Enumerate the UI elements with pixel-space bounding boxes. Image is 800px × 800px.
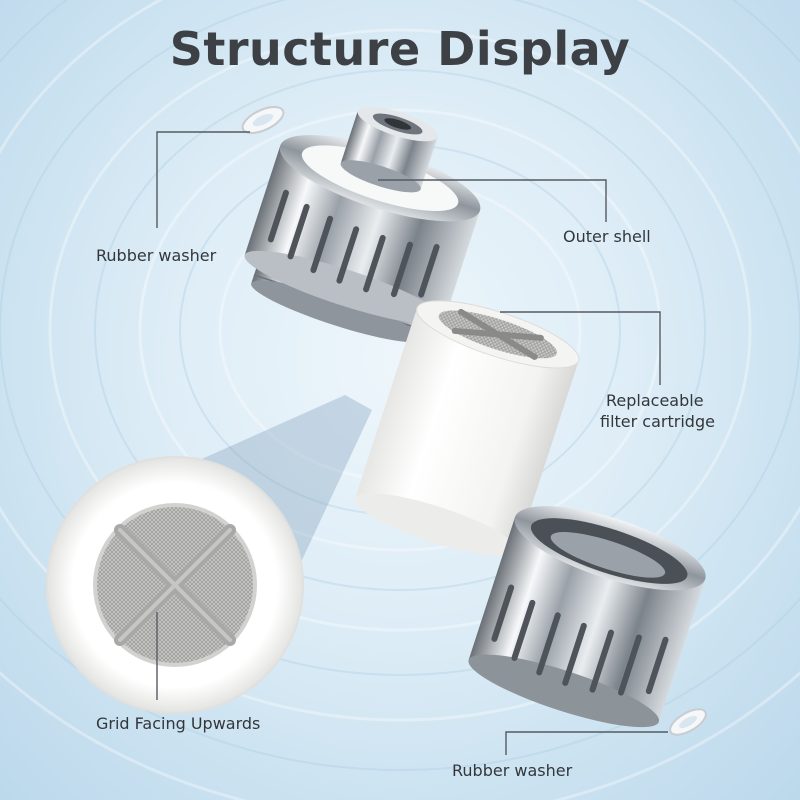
page-title: Structure Display	[169, 22, 631, 76]
grid-facing-upwards-label: Grid Facing Upwards	[96, 714, 261, 733]
filter-cartridge-label-line1: Replaceable	[606, 391, 704, 410]
rubber-washer-top-label: Rubber washer	[96, 246, 217, 265]
rubber-washer-bottom-label: Rubber washer	[452, 761, 573, 780]
outer-shell-label: Outer shell	[563, 227, 651, 246]
filter-cartridge-label-line2: filter cartridge	[600, 412, 715, 431]
